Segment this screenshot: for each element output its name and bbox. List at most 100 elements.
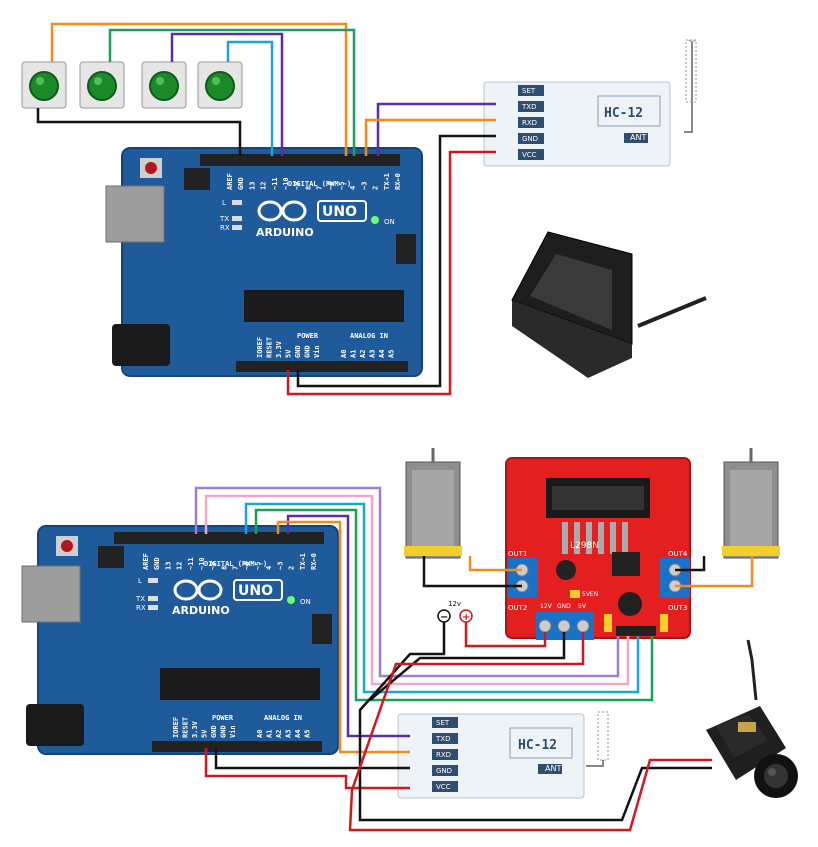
top-analog-pin-2: A2 [359,350,367,358]
l298n-5ven: 5VEN [582,591,598,598]
wire-orange-hc12-bottom [276,520,410,754]
arduino-top-tx-label: TX [219,215,229,223]
top-analog-pin-5: A5 [388,350,396,358]
top-digital-pin-5: ~10 [282,177,290,190]
hc12-top-pin-4: VCC [522,151,537,159]
top-digital-pin-15: RX←0 [394,173,402,190]
top-analog-pin-0: A0 [340,350,348,358]
arduino-bottom-l-label: L [138,577,142,585]
hc12-top-pin-0: SET [522,87,536,95]
arduino-top-brand: ARDUINO [256,226,314,239]
wire-orange-motor-left-a [468,556,522,572]
dc-motor-right [722,448,780,559]
bottom-digital-pin-6: ~9 [209,562,217,570]
arduino-top-analog-label: ANALOG IN [350,332,388,340]
arduino-bottom-digital-label: DIGITAL (PWM ~) [204,560,267,568]
bottom-digital-pin-3: 12 [176,562,184,570]
top-digital-pin-10: ~5 [338,182,346,190]
top-power-pin-4: GND [294,345,302,358]
push-button-4[interactable] [197,61,243,109]
hc12-top-pin-2: RXD [522,119,537,127]
wire-black-motor-right-a [675,556,706,572]
l298n-out4: OUT4 [668,550,688,558]
hc12-ant-bg-0 [624,133,648,143]
arduino-top-rx-label: RX [220,224,230,232]
bottom-digital-pin-13: 2 [288,566,296,570]
hc12-bottom-pin-bg-4 [432,781,458,792]
l298n-12v: 12V [540,603,553,610]
bottom-analog-pin-3: A3 [285,730,293,738]
arduino-bottom-on-label: ON [300,598,311,606]
wire-black-motor-left-b [422,556,522,588]
arduino-top-model: UNO [322,204,357,220]
bottom-power-pin-1: RESET [182,717,190,738]
supply-voltage-label: 12v [448,600,461,608]
bottom-digital-pin-0: AREF [142,553,150,570]
bottom-digital-pin-10: ~5 [254,562,262,570]
top-digital-pin-1: GND [237,177,245,190]
wire-black-hc12-bottom [214,748,410,770]
hc12-top-ant: ANT [630,133,646,142]
top-digital-pin-4: ~11 [271,177,279,190]
l298n-out2: OUT2 [508,604,527,612]
hc12-bottom-pin-1: TXD [435,735,450,743]
top-digital-pin-7: 8 [304,186,312,190]
hc12-bottom-pin-2: RXD [436,751,451,759]
bottom-digital-pin-8: 7 [232,566,240,570]
wire-cyan-l298n [244,502,640,694]
top-digital-pin-8: 7 [316,186,324,190]
bottom-power-pin-6: Vin [229,725,237,738]
arduino-top-digital-label: DIGITAL (PWM ~) [288,180,351,188]
bottom-analog-pin-0: A0 [256,730,264,738]
bottom-digital-pin-7: 8 [220,566,228,570]
hc12-top-pin-1: TXD [521,103,536,111]
top-digital-pin-13: 2 [372,186,380,190]
bottom-analog-pin-4: A4 [294,730,302,738]
bottom-digital-pin-12: ~3 [276,562,284,570]
wire-pink-l298n [204,494,630,686]
arduino-top-on-label: ON [384,218,395,226]
arduino-bottom-power-label: POWER [212,714,234,722]
hc12-module-top [483,39,697,167]
fpv-monitor [511,231,707,378]
top-digital-pin-0: AREF [226,173,234,190]
top-power-pin-0: IOREF [256,337,264,358]
top-power-pin-1: RESET [266,337,274,358]
bottom-digital-pin-5: ~10 [198,557,206,570]
arduino-bottom-brand: ARDUINO [172,604,230,617]
top-power-pin-5: GND [304,345,312,358]
hc12-top-pin-bg-1 [518,101,544,112]
bottom-digital-pin-4: ~11 [187,557,195,570]
hc12-bottom-pin-bg-1 [432,733,458,744]
supply-minus-label: − [440,612,448,623]
wire-red-supply [464,622,547,648]
top-digital-pin-3: 12 [260,182,268,190]
push-button-1[interactable] [21,61,67,109]
l298n-out3: OUT3 [668,604,687,612]
push-button-3[interactable] [141,61,187,109]
bottom-power-pin-0: IOREF [172,717,180,738]
wire-orange-motor-right-b [675,556,754,588]
top-digital-pin-9: ~6 [327,182,335,190]
supply-plus-label: + [462,612,470,623]
bottom-analog-pin-2: A2 [275,730,283,738]
l298n-driver [505,457,691,640]
wire-purple-hc12 [376,102,496,156]
arduino-top-l-label: L [222,199,226,207]
bottom-digital-pin-15: RX←0 [310,553,318,570]
wire-green-top [108,28,356,156]
top-digital-pin-14: TX→1 [383,173,391,190]
hc12-top-title: HC-12 [604,106,643,121]
top-digital-pin-11: 4 [349,186,357,190]
hc12-ant-bg-1 [538,764,562,774]
push-button-2[interactable] [79,61,125,109]
bottom-power-pin-4: GND [210,725,218,738]
wire-red-hc12-bottom [204,748,410,790]
